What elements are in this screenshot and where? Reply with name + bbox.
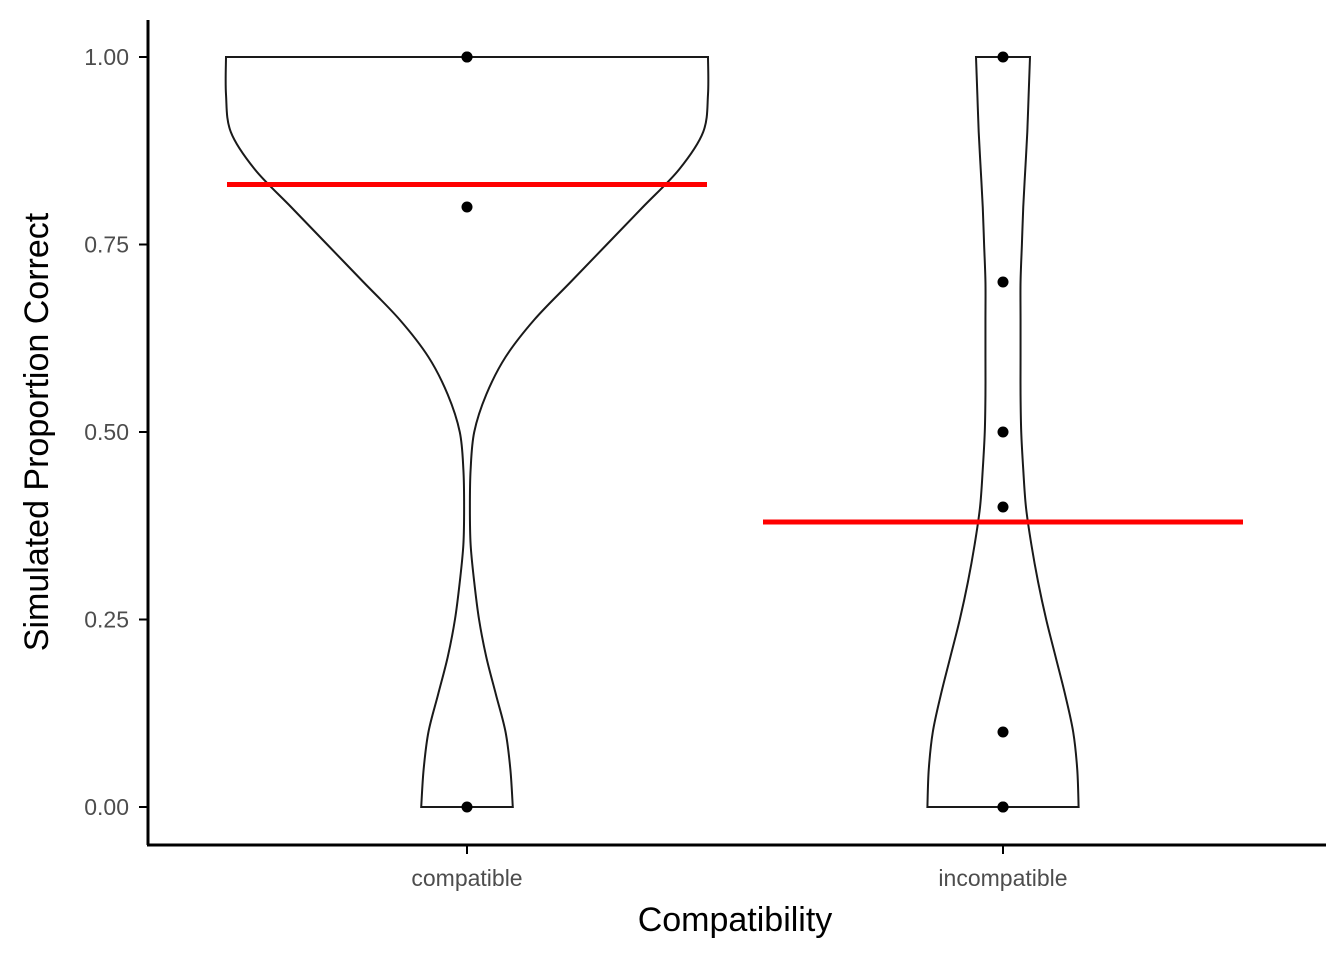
data-point-incompatible-4: [997, 726, 1009, 738]
data-point-incompatible-0: [997, 51, 1009, 63]
x-tick-layer: compatible incompatible: [411, 845, 1068, 891]
data-point-incompatible-6: [997, 801, 1009, 813]
y-tick-label: 0.00: [84, 794, 129, 820]
y-axis-title: Simulated Proportion Correct: [18, 212, 56, 651]
y-tick-label: 0.75: [84, 232, 129, 258]
y-tick-layer: 0.00 0.25 0.50 0.75 1.00: [84, 44, 148, 820]
data-point-incompatible-3: [997, 501, 1009, 513]
point-layer: [461, 51, 1009, 813]
y-tick-label: 0.25: [84, 607, 129, 633]
x-tick-label-compatible: compatible: [411, 865, 522, 891]
data-point-incompatible-2: [997, 426, 1009, 438]
mean-line-layer: [227, 182, 1243, 525]
y-tick-label: 1.00: [84, 44, 129, 70]
violin-compatible: [224, 56, 710, 808]
violin-layer: [224, 56, 1080, 808]
x-axis-title: Compatibility: [638, 901, 833, 939]
x-tick-label-incompatible: incompatible: [938, 865, 1067, 891]
data-point-compatible-2: [461, 201, 473, 213]
data-point-compatible-1: [461, 51, 473, 63]
data-point-compatible-3: [461, 801, 473, 813]
y-tick-label: 0.50: [84, 419, 129, 445]
data-point-incompatible-1: [997, 276, 1009, 288]
